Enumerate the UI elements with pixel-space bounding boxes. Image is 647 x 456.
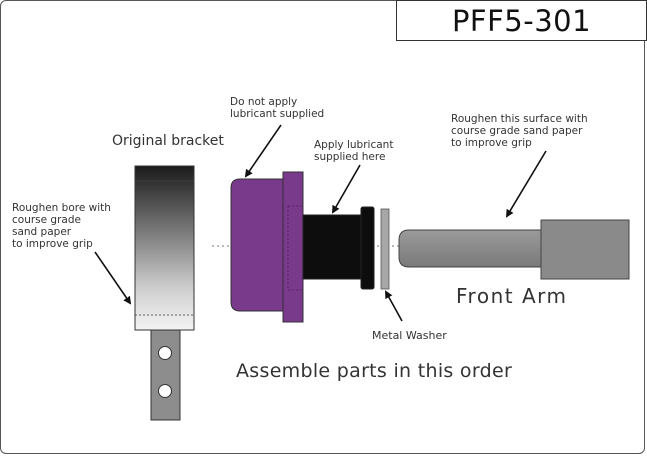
label-front-arm: Front Arm [456, 284, 568, 308]
original-bracket [134, 165, 195, 421]
label-roughen-surface: Roughen this surface with course grade s… [451, 113, 588, 149]
bracket-hole-upper [158, 346, 172, 360]
arrow-do-not-apply [244, 124, 282, 178]
polyurethane-bush [230, 171, 304, 323]
crush-tube-sleeve [302, 206, 375, 290]
front-arm [398, 219, 630, 280]
label-roughen-bore: Roughen bore with course grade sand pape… [12, 202, 111, 250]
part-number-title: PFF5-301 [451, 4, 592, 38]
label-do-not-apply-lubricant: Do not apply lubricant supplied [230, 96, 325, 120]
arrow-apply-lubricant [332, 164, 361, 214]
title-block: PFF5-301 [396, 0, 647, 41]
arrow-metal-washer [385, 290, 403, 322]
label-apply-lubricant: Apply lubricant supplied here [314, 139, 394, 163]
bracket-hole-lower [158, 384, 172, 398]
label-metal-washer: Metal Washer [372, 329, 447, 342]
arrow-roughen-surface [505, 150, 547, 218]
metal-washer [380, 208, 390, 290]
label-original-bracket: Original bracket [112, 133, 224, 149]
label-assemble-order: Assemble parts in this order [236, 360, 513, 382]
arrow-roughen-bore [94, 251, 132, 305]
